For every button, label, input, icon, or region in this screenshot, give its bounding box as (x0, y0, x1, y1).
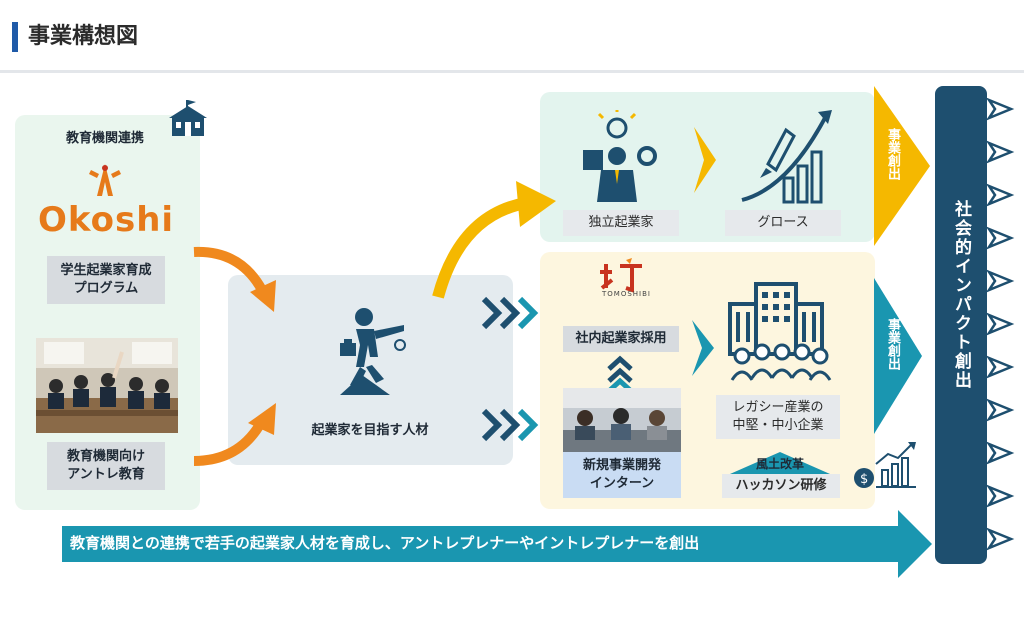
talent-label: 起業家を目指す人材 (311, 423, 429, 438)
hackathon-box: ハッカソン研修 (722, 474, 840, 498)
tomoshibi-brand: TOMOSHIBI (602, 290, 651, 298)
classroom-photo (36, 338, 178, 433)
student-program-box: 学生起業家育成 プログラム (47, 256, 165, 304)
svg-text:$: $ (860, 472, 868, 487)
tomoshibi-logo-mark-icon (600, 258, 642, 293)
social-impact-label: 社会的インパクト創出 (951, 200, 971, 390)
legacy-industry-box: レガシー産業の 中堅・中小企業 (716, 395, 840, 439)
impact-arrows-icon (985, 98, 1015, 551)
entrepreneur-idea-icon (583, 110, 657, 202)
education-heading: 教育機関連携 (65, 131, 144, 146)
internship-box: 新規事業開発 インターン (563, 452, 681, 498)
school-icon (169, 100, 207, 136)
culture-reform-label: 風土改革 (755, 457, 804, 471)
up-chevrons-icon (607, 355, 633, 393)
yellow-chevron-icon (694, 127, 716, 193)
money-growth-icon: $ (854, 442, 916, 488)
business-creation-label-top: 事業創出 (885, 128, 900, 180)
header-divider (0, 70, 1024, 73)
okoshi-brand: Okoshi (38, 200, 175, 240)
chevrons-bottom-icon (481, 408, 539, 442)
bottom-banner-text: 教育機関との連携で若手の起業家人材を育成し、アントレプレナーやイントレプレナーを… (70, 534, 700, 552)
growth-box: グロース (725, 210, 841, 236)
independent-entrepreneur-box: 独立起業家 (563, 210, 679, 236)
meeting-photo (563, 388, 681, 452)
intrapreneur-hiring-box: 社内起業家採用 (563, 326, 679, 352)
bottom-banner-arrow (62, 510, 932, 578)
orange-arrow-top-icon (193, 246, 276, 312)
yellow-arrow-icon (432, 181, 556, 299)
rocket-growth-icon (741, 110, 832, 204)
yellow-side-arrow-icon (874, 86, 930, 246)
teal-chevron-icon (692, 320, 714, 376)
okoshi-logo-mark-icon (89, 164, 121, 196)
company-building-icon (728, 282, 832, 381)
entrepreneur-education-box: 教育機関向け アントレ教育 (47, 442, 165, 490)
business-creation-label-bottom: 事業創出 (885, 318, 900, 370)
culture-reform-banner-icon (730, 452, 830, 474)
chevrons-top-icon (481, 296, 539, 330)
title-accent-bar (12, 22, 18, 52)
teal-side-arrow-icon (874, 278, 922, 434)
orange-arrow-bottom-icon (193, 403, 276, 466)
page-title: 事業構想図 (28, 24, 139, 49)
entrepreneur-figure-icon (340, 308, 406, 395)
social-impact-pillar (935, 86, 987, 564)
